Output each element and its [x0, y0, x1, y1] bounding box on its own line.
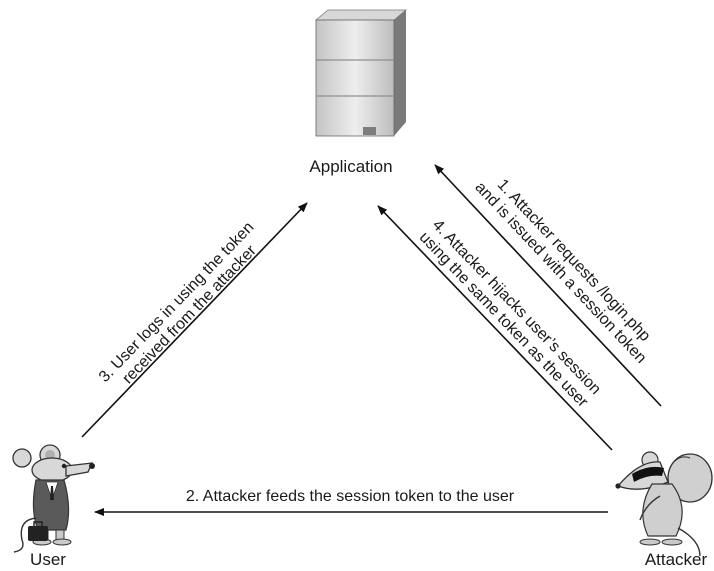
- attacker-label: Attacker: [645, 550, 708, 569]
- step-2-label: 2. Attacker feeds the session token to t…: [186, 488, 515, 505]
- step-1-label: 1. Attacker requests /login.php and is i…: [471, 176, 653, 367]
- user-mouse-icon: [12, 444, 95, 553]
- attacker-mouse-icon: [615, 451, 713, 557]
- arrow-step-4: [377, 205, 613, 451]
- application-label: Application: [309, 157, 392, 176]
- step-3-line-2: received from the attacker: [119, 242, 260, 388]
- step-4-line-1: 4. Attacker hijacks user’s session: [429, 217, 604, 398]
- arrow-step-3: [81, 202, 308, 438]
- attacker-node: Attacker: [615, 451, 713, 569]
- step-1-line-2: and is issued with a session token: [471, 179, 649, 367]
- step-3-label: 3. User logs in using the token received…: [96, 219, 260, 388]
- server-icon: [314, 9, 408, 137]
- user-node: User: [12, 444, 95, 569]
- step-3-line-1: 3. User logs in using the token: [96, 219, 257, 386]
- application-node: Application: [309, 9, 408, 176]
- arrow-step-1: [434, 164, 662, 407]
- user-label: User: [30, 550, 66, 569]
